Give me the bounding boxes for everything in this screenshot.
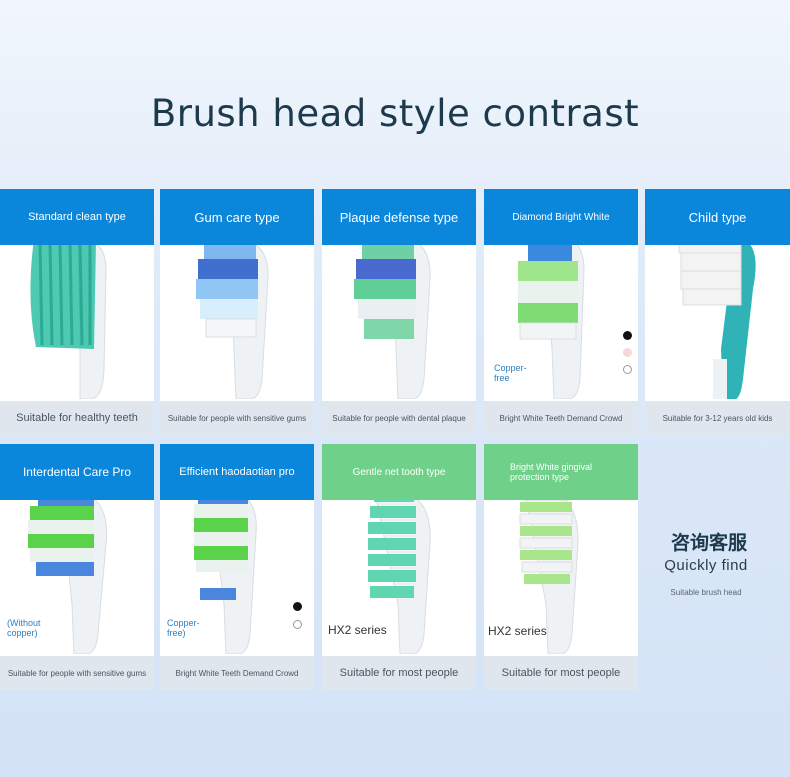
card-efficient-pro[interactable]: Efficient haodaotian pro Copper- free) B… <box>160 444 314 690</box>
card-interdental[interactable]: Interdental Care Pro (Without copper) Su… <box>0 444 154 690</box>
brush-head-gingival-image <box>519 487 579 654</box>
card-footer: Suitable for people with dental plaque <box>322 401 476 435</box>
card-header: Efficient haodaotian pro <box>160 444 314 500</box>
suitable-brush-head-label: Suitable brush head <box>670 588 742 597</box>
card-diamond-bright[interactable]: Diamond Bright White Copper- free Bright… <box>484 189 638 435</box>
card-standard-clean[interactable]: Standard clean type Suitable for healthy… <box>0 189 154 435</box>
brush-head-efficient-image <box>194 488 257 654</box>
card-gingival-protection[interactable]: Bright White gingival protection type HX… <box>484 444 638 690</box>
color-option-black[interactable] <box>623 331 632 340</box>
card-header: Gentle net tooth type <box>322 444 476 500</box>
series-label: HX2 series <box>488 624 547 638</box>
color-option-black[interactable] <box>293 602 302 611</box>
card-header: Interdental Care Pro <box>0 444 154 500</box>
material-note: (Without copper) <box>7 618 41 638</box>
card-header: Diamond Bright White <box>484 189 638 245</box>
customer-service-title[interactable]: 咨询客服 <box>670 532 747 554</box>
color-option-white[interactable] <box>293 620 302 629</box>
series-label: HX2 series <box>328 623 387 637</box>
card-gum-care[interactable]: Gum care type Suitable for people with s… <box>160 189 314 435</box>
card-gentle-net[interactable]: Gentle net tooth type HX2 series Suitabl… <box>322 444 476 690</box>
card-footer: Suitable for healthy teeth <box>0 401 154 435</box>
card-footer: Suitable for most people <box>322 656 476 690</box>
card-plaque-defense[interactable]: Plaque defense type Suitable for people … <box>322 189 476 435</box>
brush-head-diamond-bright-image <box>518 234 585 399</box>
brush-head-gum-care-image <box>196 238 269 399</box>
brush-head-plaque-defense-image <box>354 236 431 399</box>
card-footer: Bright White Teeth Demand Crowd <box>484 401 638 435</box>
card-footer: Suitable for people with sensitive gums <box>0 656 154 690</box>
page-title: Brush head style contrast <box>150 92 640 135</box>
card-child[interactable]: Child type Suitable for 3-12 years old k… <box>645 189 790 435</box>
card-header: Plaque defense type <box>322 189 476 245</box>
brush-head-child-image <box>678 234 756 399</box>
brush-head-standard-image <box>30 238 107 399</box>
card-header: Standard clean type <box>0 189 154 245</box>
card-footer: Suitable for most people <box>484 656 638 690</box>
card-header: Bright White gingival protection type <box>484 444 638 500</box>
card-header: Gum care type <box>160 189 314 245</box>
quickly-find-label[interactable]: Quickly find <box>664 557 748 574</box>
material-note: Copper- free <box>494 363 527 383</box>
color-option-pink[interactable] <box>623 348 632 357</box>
card-footer: Suitable for 3-12 years old kids <box>645 401 790 435</box>
color-option-white[interactable] <box>623 365 632 374</box>
card-header: Child type <box>645 189 790 245</box>
card-footer: Bright White Teeth Demand Crowd <box>160 656 314 690</box>
material-note: Copper- free) <box>167 618 200 638</box>
card-footer: Suitable for people with sensitive gums <box>160 401 314 435</box>
